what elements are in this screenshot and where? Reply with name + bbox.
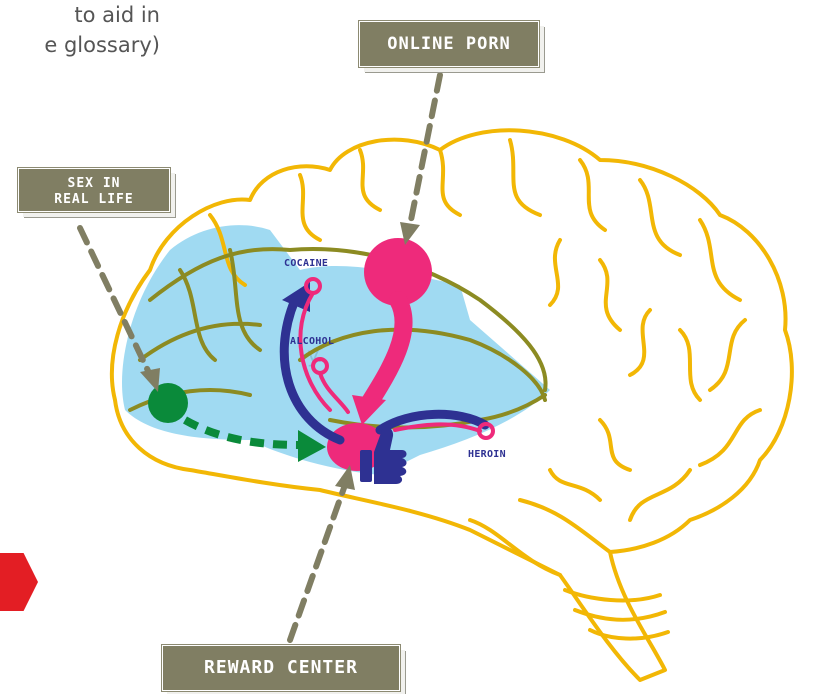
heroin-label: HEROIN [468,449,506,460]
sex-label-line-1: SEX IN [19,176,169,192]
alcohol-label: ALCOHOL [290,336,334,347]
sex-label-line-2: REAL LIFE [19,192,169,208]
sex-in-real-life-label: SEX IN REAL LIFE [18,168,170,212]
online-porn-label: ONLINE PORN [359,21,539,67]
cocaine-label: COCAINE [284,258,328,269]
reward-center-label: REWARD CENTER [162,645,400,691]
